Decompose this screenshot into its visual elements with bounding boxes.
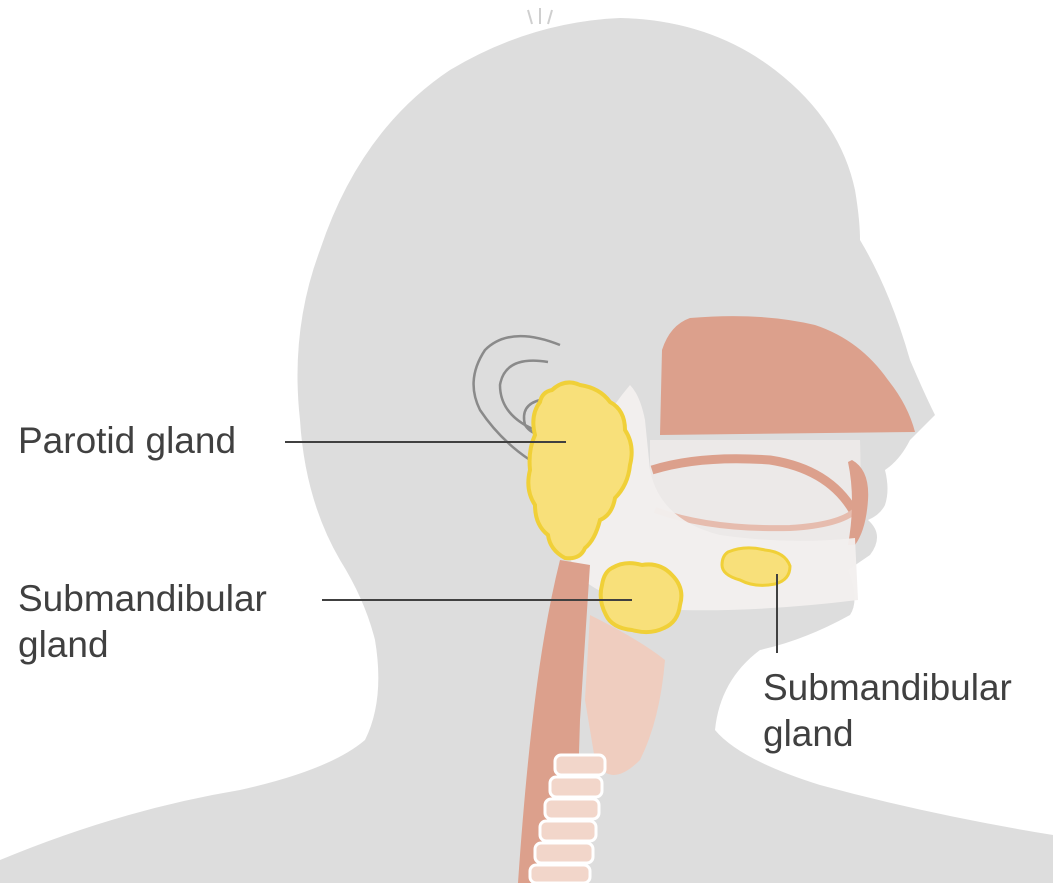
submandibular-right-line2: gland [763,711,1012,757]
hair-tuft [528,8,552,24]
submandibular-left-line1: Submandibular [18,576,267,622]
submandibular-right-line1: Submandibular [763,665,1012,711]
submandibular-gland-left-label: Submandibular gland [18,576,267,668]
submandibular-left-line2: gland [18,622,267,668]
parotid-gland-label-text: Parotid gland [18,418,236,464]
submandibular-gland-left [601,563,682,632]
submandibular-gland-right-label: Submandibular gland [763,665,1012,757]
parotid-gland-label: Parotid gland [18,418,236,464]
